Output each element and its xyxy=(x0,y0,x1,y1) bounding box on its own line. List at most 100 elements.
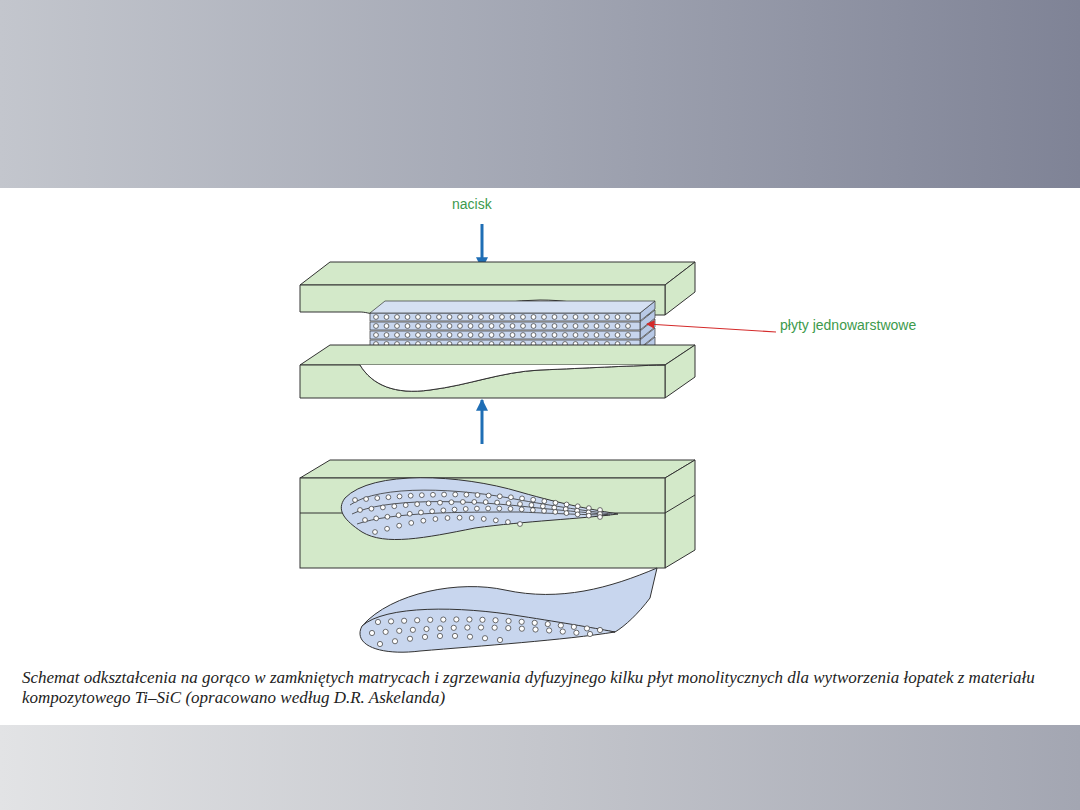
closed-die xyxy=(300,460,695,568)
fiber xyxy=(449,500,454,505)
fiber xyxy=(397,628,402,633)
fiber xyxy=(426,315,431,320)
fiber xyxy=(431,492,436,497)
fiber xyxy=(447,315,452,320)
press-arrow xyxy=(481,224,484,268)
fiber xyxy=(421,518,426,523)
fiber xyxy=(395,333,400,338)
fiber xyxy=(374,324,379,329)
fiber xyxy=(575,504,580,509)
fiber xyxy=(586,513,591,518)
fiber xyxy=(489,333,494,338)
fiber xyxy=(493,618,498,623)
fiber xyxy=(497,494,502,499)
fiber xyxy=(563,324,568,329)
fiber xyxy=(519,619,524,624)
fiber xyxy=(374,315,379,320)
fiber xyxy=(437,324,442,329)
fiber xyxy=(468,315,473,320)
fiber xyxy=(380,505,385,510)
fiber xyxy=(486,493,491,498)
fiber xyxy=(552,505,557,510)
fiber xyxy=(573,315,578,320)
fiber xyxy=(519,626,524,631)
fiber xyxy=(519,507,524,512)
leader-line xyxy=(647,324,776,332)
fiber xyxy=(587,631,592,636)
fiber xyxy=(458,333,463,338)
fiber xyxy=(468,333,473,338)
fiber xyxy=(441,508,446,513)
fiber xyxy=(571,624,576,629)
fiber xyxy=(584,324,589,329)
fiber xyxy=(518,502,523,507)
fiber xyxy=(510,333,515,338)
fiber xyxy=(573,333,578,338)
header-band xyxy=(0,0,1080,188)
fiber xyxy=(373,530,378,535)
finished-blade xyxy=(360,568,657,652)
fiber xyxy=(415,618,420,623)
fiber xyxy=(598,515,603,520)
fiber xyxy=(508,506,513,511)
fiber xyxy=(364,497,369,502)
fiber xyxy=(584,315,589,320)
fiber xyxy=(374,516,379,521)
upper-die xyxy=(300,262,695,318)
lower-die xyxy=(300,345,695,398)
fiber xyxy=(428,617,433,622)
fiber xyxy=(506,520,511,525)
fiber xyxy=(416,333,421,338)
fiber xyxy=(553,510,558,515)
fiber xyxy=(597,627,602,632)
fiber xyxy=(518,522,523,527)
fiber xyxy=(558,623,563,628)
fiber xyxy=(479,324,484,329)
fiber xyxy=(529,503,534,508)
fiber xyxy=(409,521,414,526)
fiber xyxy=(483,500,488,505)
fiber xyxy=(353,498,358,503)
force-label: nacisk xyxy=(452,196,532,212)
fiber xyxy=(437,333,442,338)
fiber xyxy=(506,625,511,630)
fiber xyxy=(388,619,393,624)
fiber xyxy=(458,315,463,320)
fiber xyxy=(451,625,456,630)
fiber xyxy=(402,618,407,623)
fiber xyxy=(521,333,526,338)
fiber xyxy=(438,626,443,631)
fiber xyxy=(478,625,483,630)
fiber xyxy=(467,634,472,639)
fiber xyxy=(403,503,408,508)
fiber xyxy=(386,495,391,500)
fiber xyxy=(497,506,502,511)
fiber xyxy=(426,324,431,329)
fiber xyxy=(553,500,558,505)
fiber xyxy=(573,324,578,329)
part-label: płyty jednowarstwowe xyxy=(780,317,955,333)
fiber xyxy=(430,509,435,514)
fiber xyxy=(424,626,429,631)
fiber xyxy=(510,324,515,329)
fiber xyxy=(531,497,536,502)
fiber xyxy=(540,504,545,509)
fiber xyxy=(447,324,452,329)
fiber xyxy=(615,315,620,320)
fiber xyxy=(445,516,450,521)
fiber xyxy=(441,617,446,622)
fiber xyxy=(574,630,579,635)
fiber xyxy=(615,333,620,338)
fiber xyxy=(552,333,557,338)
fiber xyxy=(405,333,410,338)
fiber xyxy=(433,517,438,522)
fiber xyxy=(467,617,472,622)
fiber xyxy=(500,333,505,338)
fiber xyxy=(489,315,494,320)
fiber xyxy=(500,324,505,329)
fiber xyxy=(407,636,412,641)
fiber xyxy=(521,324,526,329)
fiber xyxy=(493,518,498,523)
fiber xyxy=(369,630,374,635)
fiber xyxy=(594,315,599,320)
